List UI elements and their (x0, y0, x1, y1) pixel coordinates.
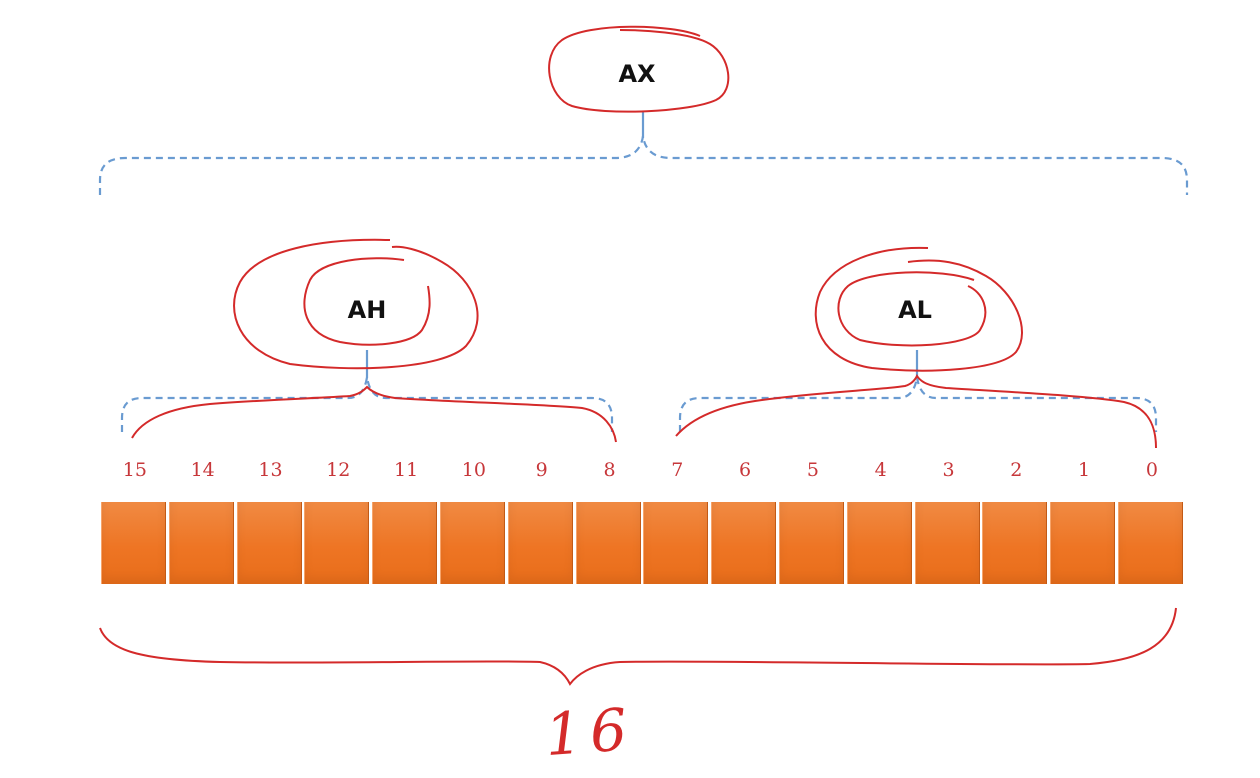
bit-cell (304, 502, 370, 584)
bit-number: 12 (326, 459, 351, 481)
al-brace (675, 374, 1157, 449)
bit-number: 15 (122, 459, 147, 481)
bit-number: 11 (394, 459, 419, 481)
ah-brace (131, 385, 617, 443)
ah-label: AH (347, 296, 387, 324)
bit-cell (914, 502, 980, 584)
bit-cell (507, 502, 573, 584)
ax-bracket (98, 135, 1189, 195)
bit-cell (846, 502, 912, 584)
ah-inner-circle (303, 257, 431, 346)
al-bracket (678, 376, 1158, 432)
ax-label: AX (618, 60, 656, 88)
bit-cell (982, 502, 1048, 584)
bit-number: 3 (942, 459, 955, 481)
bit-number: 6 (739, 459, 752, 481)
bit-cell (101, 502, 166, 584)
bit-number: 9 (535, 459, 548, 481)
bit-cell (440, 502, 505, 584)
bit-number: 8 (603, 459, 616, 481)
bit-cell (575, 502, 641, 584)
ah-outer-circle (233, 238, 479, 370)
ah-bracket (120, 376, 614, 432)
bit-number: 7 (671, 459, 684, 481)
ax-circle (548, 25, 730, 113)
bit-number: 1 (1078, 459, 1091, 481)
bit-number: 10 (461, 459, 486, 481)
bit-cell (236, 502, 302, 584)
bit-cell (372, 502, 438, 584)
bit-cell (643, 502, 709, 584)
bit-number: 0 (1145, 459, 1158, 481)
bit-cell (1050, 502, 1116, 584)
register-brace (99, 607, 1177, 686)
al-inner-circle (837, 271, 987, 347)
bit-cell (168, 502, 234, 584)
bit-number: 4 (874, 459, 887, 481)
register-width-label: 16 (542, 694, 638, 770)
bit-cell (1118, 502, 1183, 584)
al-label: AL (898, 296, 932, 324)
bit-cell (711, 502, 777, 584)
al-outer-circle (814, 246, 1023, 372)
bit-cell (779, 502, 844, 584)
bit-number: 5 (806, 459, 819, 481)
bit-number: 14 (190, 459, 215, 481)
bit-number: 2 (1010, 459, 1023, 481)
bit-number: 13 (258, 459, 283, 481)
